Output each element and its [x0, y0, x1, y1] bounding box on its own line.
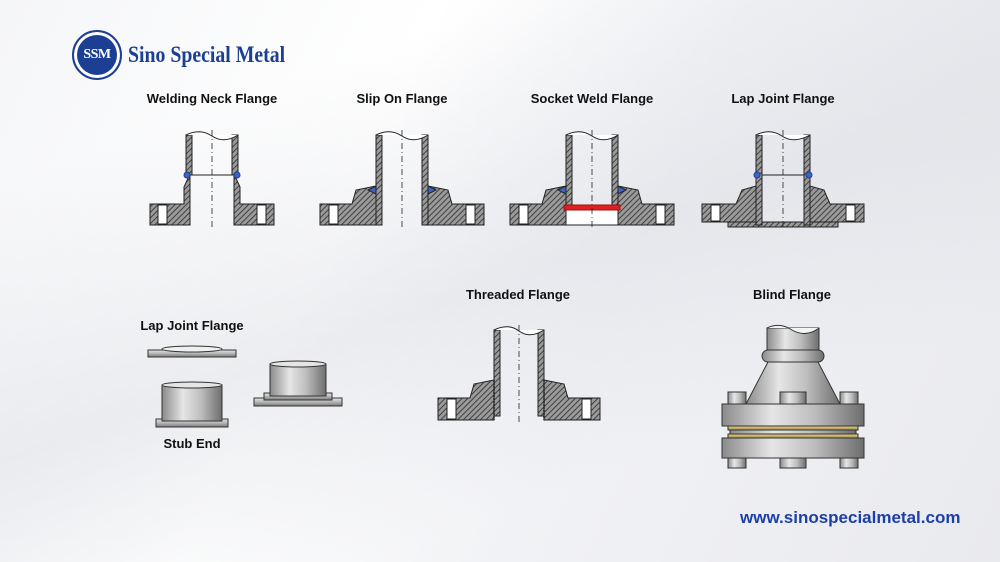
welding-neck-flange-diagram — [149, 130, 275, 228]
stub-end-drawing — [155, 381, 229, 428]
logo-mark: SSM — [72, 30, 122, 80]
lap-joint-ring-drawing — [147, 345, 237, 358]
label-threaded-flange: Threaded Flange — [465, 287, 571, 302]
label-socket-weld-flange: Socket Weld Flange — [530, 91, 654, 106]
lap-joint-flange-diagram — [701, 130, 865, 230]
blind-flange-diagram — [721, 324, 865, 469]
website-url[interactable]: www.sinospecialmetal.com — [740, 508, 961, 527]
label-lap-joint-flange-top: Lap Joint Flange — [731, 91, 835, 106]
label-welding-neck-flange: Welding Neck Flange — [146, 91, 278, 106]
slip-on-flange-diagram — [319, 130, 485, 228]
label-lap-joint-flange-bottom: Lap Joint Flange — [140, 318, 244, 333]
socket-weld-flange-diagram — [509, 130, 675, 228]
company-logo[interactable]: SSM Sino Special Metal — [72, 30, 311, 80]
logo-name: Sino Special Metal — [128, 42, 286, 67]
stub-end-assembly-drawing — [253, 360, 343, 407]
label-blind-flange: Blind Flange — [753, 287, 831, 302]
threaded-flange-diagram — [437, 325, 601, 424]
label-slip-on-flange: Slip On Flange — [356, 91, 448, 106]
label-stub-end: Stub End — [163, 436, 221, 451]
